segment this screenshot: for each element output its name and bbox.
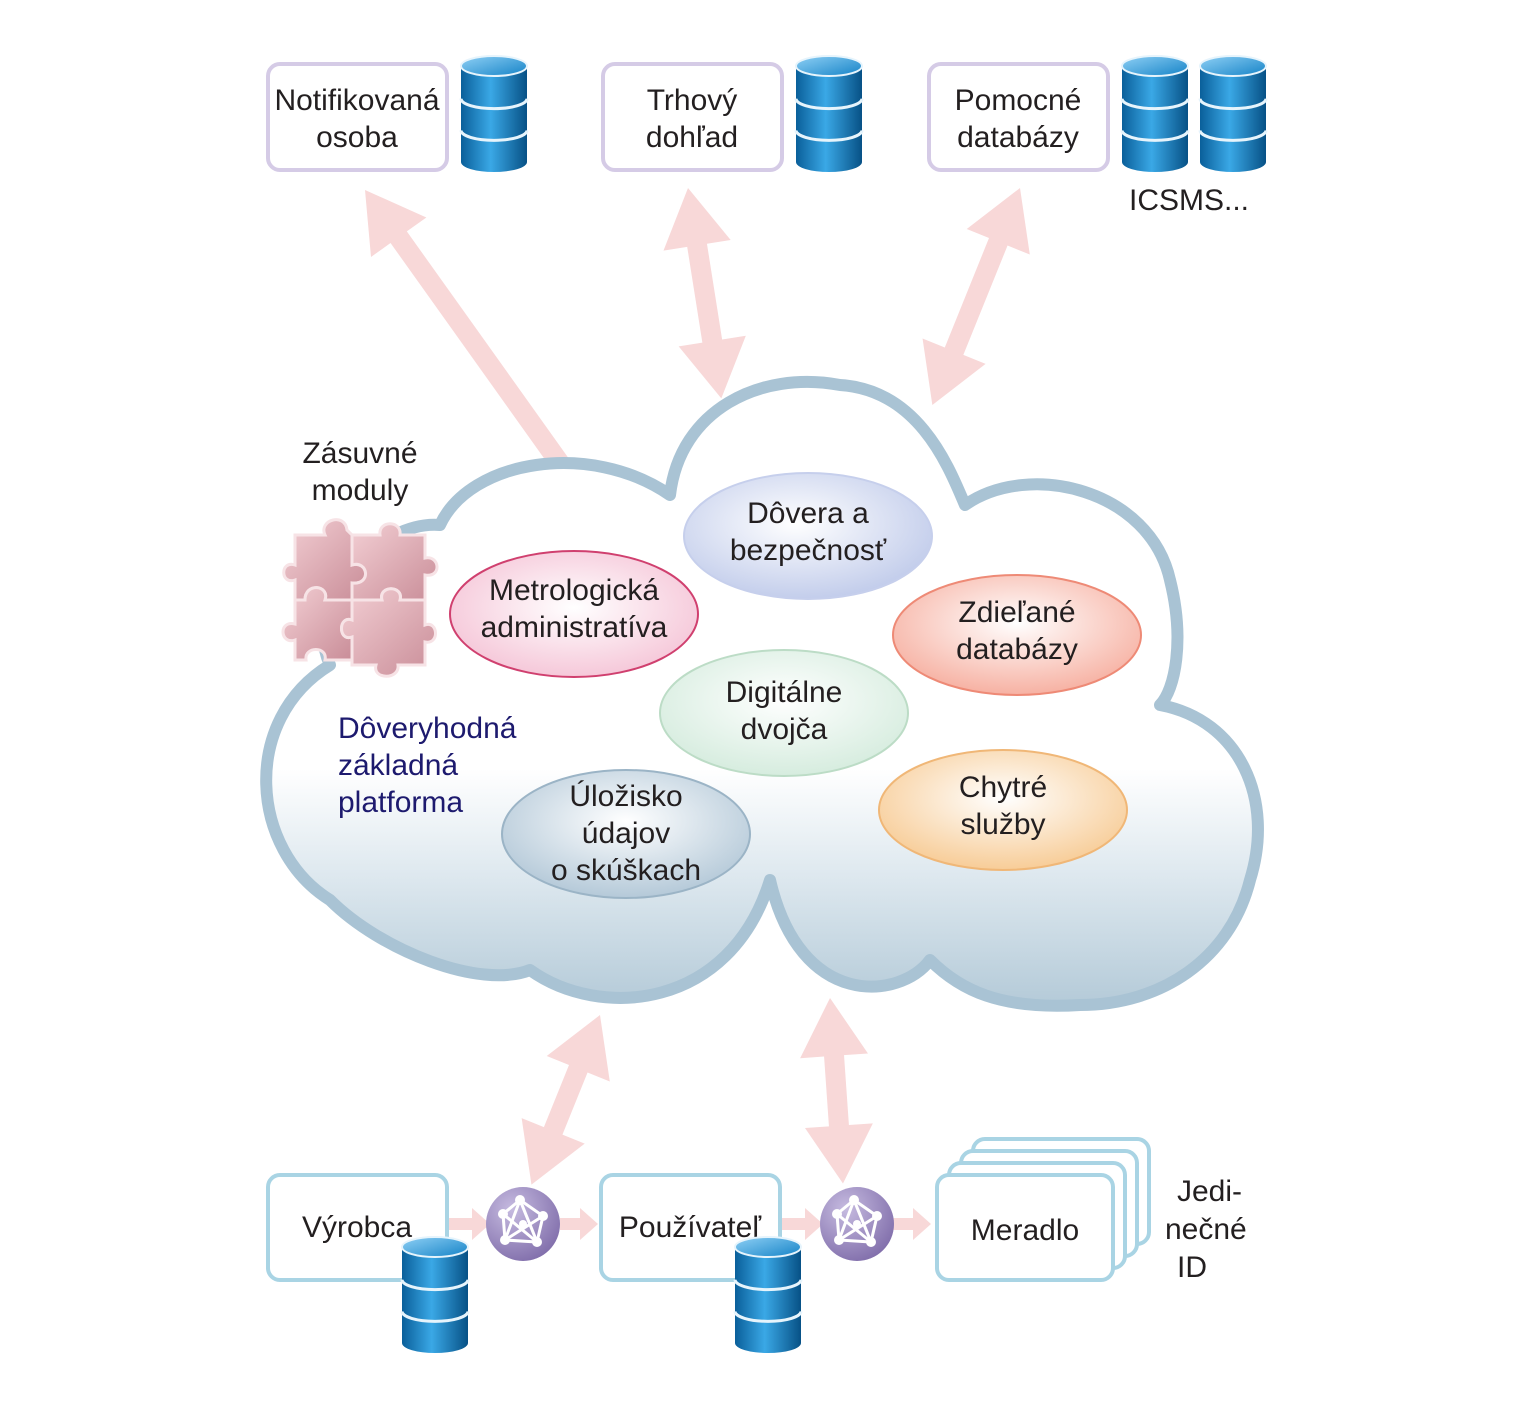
- plugins-puzzle-icon: [281, 518, 439, 678]
- test-data-storage-line3: o skúškach: [551, 854, 701, 887]
- arrow-aux-databases-cloud: [922, 188, 1030, 405]
- platform-label-line1: Dôveryhodná: [338, 712, 517, 745]
- user-database-icon: [733, 1236, 803, 1353]
- notified-body-node: Notifikovaná osoba: [266, 62, 449, 172]
- instrument-node: Meradlo: [935, 1137, 1151, 1282]
- module-trust-security: Dôvera a bezpečnosť: [683, 472, 933, 600]
- metrology-admin-line2: administratíva: [481, 611, 668, 644]
- arrow-cloud-network-1: [521, 1015, 610, 1185]
- test-data-storage-line2: údajov: [582, 817, 670, 850]
- arrow-cloud-network-2: [800, 998, 873, 1184]
- test-data-storage-line1: Úložisko: [569, 780, 682, 813]
- notified-body-label-line1: Notifikovaná: [274, 84, 439, 117]
- module-smart-services: Chytré služby: [878, 749, 1128, 871]
- digital-twin-line1: Digitálne: [726, 676, 843, 709]
- manufacturer-database-icon: [400, 1236, 470, 1353]
- smart-services-line2: služby: [960, 808, 1045, 841]
- unique-id-line2: nečné: [1165, 1213, 1247, 1246]
- module-test-data-storage: Úložisko údajov o skúškach: [501, 769, 751, 899]
- aux-database-icon-1: [1120, 55, 1190, 172]
- shared-databases-line1: Zdieľané: [958, 596, 1075, 629]
- market-surveillance-node: Trhový dohľad: [601, 62, 784, 172]
- trust-security-line2: bezpečnosť: [730, 534, 887, 567]
- arrow-notified-body-cloud: [365, 190, 611, 535]
- notified-body-database-icon: [459, 55, 529, 172]
- connection-arrows: [365, 188, 1030, 1240]
- notified-body-label-line2: osoba: [316, 121, 398, 154]
- aux-databases-label-line2: databázy: [957, 121, 1079, 154]
- market-surveillance-database-icon: [794, 55, 864, 172]
- notified-body-box: [266, 62, 449, 172]
- flow-arrow-manufacturer-network: [447, 1208, 490, 1240]
- platform-label-line3: platforma: [338, 786, 463, 819]
- smart-services-line1: Chytré: [959, 771, 1047, 804]
- network-node-1-icon: [486, 1187, 560, 1261]
- manufacturer-label: Výrobca: [302, 1211, 412, 1244]
- metrology-admin-line1: Metrologická: [489, 574, 659, 607]
- market-surveillance-box: [601, 62, 784, 172]
- instrument-label: Meradlo: [971, 1214, 1079, 1247]
- aux-databases-label-line1: Pomocné: [955, 84, 1082, 117]
- module-metrology-admin: Metrologická administratíva: [449, 550, 699, 678]
- market-surveillance-label-line1: Trhový: [647, 84, 738, 117]
- trust-security-line1: Dôvera a: [747, 497, 869, 530]
- unique-id-line1: Jedi-: [1177, 1175, 1242, 1208]
- flow-arrow-user-network: [780, 1208, 823, 1240]
- user-label: Používateľ: [619, 1211, 762, 1244]
- unique-id-line3: ID: [1177, 1251, 1207, 1284]
- aux-databases-box: [927, 62, 1110, 172]
- arrow-market-surveillance-cloud: [663, 188, 746, 399]
- database-icons: [400, 55, 1268, 1353]
- network-node-2-icon: [820, 1187, 894, 1261]
- aux-databases-node: Pomocné databázy: [927, 62, 1110, 172]
- shared-databases-line2: databázy: [956, 633, 1078, 666]
- aux-database-icon-2: [1198, 55, 1268, 172]
- instrument-box: [935, 1173, 1115, 1282]
- digital-twin-line2: dvojča: [741, 713, 828, 746]
- module-shared-databases: Zdieľané databázy: [892, 574, 1142, 696]
- flow-arrow-network-instrument: [893, 1208, 931, 1240]
- plugins-label-line2: moduly: [312, 474, 409, 507]
- icsms-label: ICSMS...: [1129, 184, 1249, 217]
- flow-arrow-network-user: [560, 1208, 598, 1240]
- module-digital-twin: Digitálne dvojča: [659, 649, 909, 777]
- platform-label-line2: základná: [338, 749, 458, 782]
- plugins-label-line1: Zásuvné: [302, 437, 417, 470]
- market-surveillance-label-line2: dohľad: [646, 121, 738, 154]
